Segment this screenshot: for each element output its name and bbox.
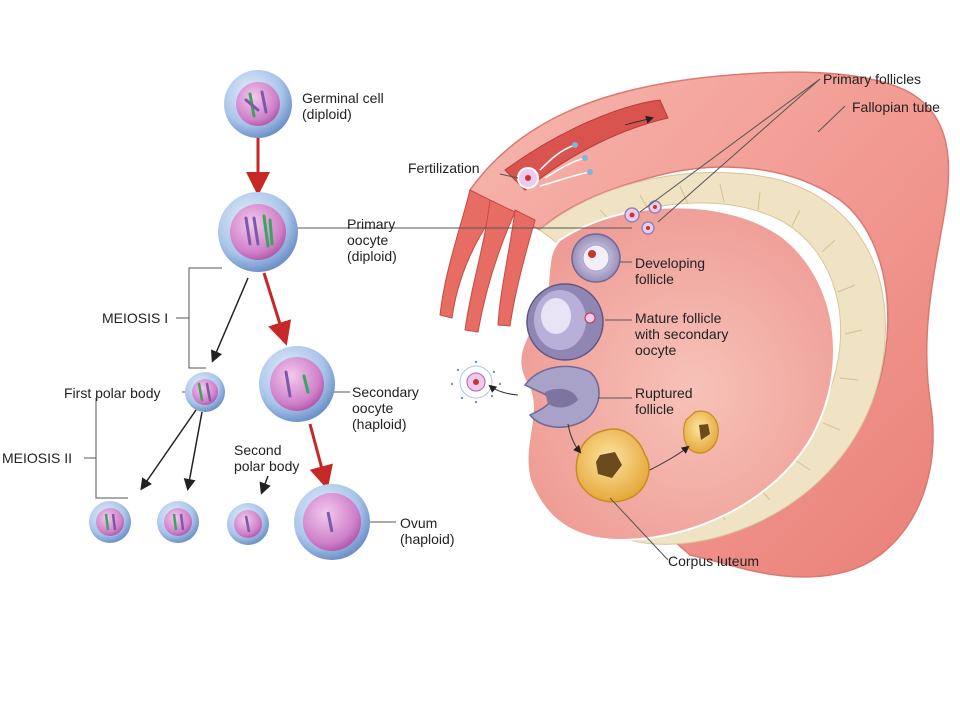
fallopian-tube-body xyxy=(468,71,950,578)
fallopian-tube-label: Fallopian tube xyxy=(852,99,940,115)
corpus-luteum-large xyxy=(575,428,650,503)
germinal-cell-label: Germinal cell(diploid) xyxy=(302,90,384,122)
fertilization-site xyxy=(517,142,593,189)
primary-oocyte-cell xyxy=(218,192,298,272)
secondary-oocyte-cell xyxy=(259,346,335,422)
mature-follicle xyxy=(526,283,604,361)
ruptured-follicle xyxy=(523,365,600,428)
daughter-cell-1 xyxy=(89,501,131,543)
released-oocyte xyxy=(450,360,502,404)
meiosis-2-label: MEIOSIS II xyxy=(2,450,73,466)
fimbriae xyxy=(439,189,536,333)
ovary-illustration xyxy=(439,71,950,578)
leader-lines xyxy=(182,78,846,561)
meiosis-1-label: MEIOSIS I xyxy=(102,310,169,326)
primary-follicles-label: Primary follicles xyxy=(823,71,922,87)
ovum-cell xyxy=(294,484,370,560)
second-polar-body-cell xyxy=(227,503,269,545)
ovum-label: Ovum(haploid) xyxy=(400,515,455,547)
daughter-cell-2 xyxy=(157,501,199,543)
corpus-luteum-label: Corpus luteum xyxy=(668,553,760,569)
meiosis-flow xyxy=(84,70,370,560)
primary-follicles-cluster xyxy=(624,200,662,235)
first-polar-body-label: First polar body xyxy=(64,385,161,401)
germinal-cell xyxy=(224,70,292,138)
first-polar-body-cell xyxy=(185,372,225,412)
tube-lumen xyxy=(504,99,669,191)
corpus-luteum-small xyxy=(683,410,719,454)
fertilization-label: Fertilization xyxy=(408,160,480,176)
developing-follicle xyxy=(571,233,621,283)
